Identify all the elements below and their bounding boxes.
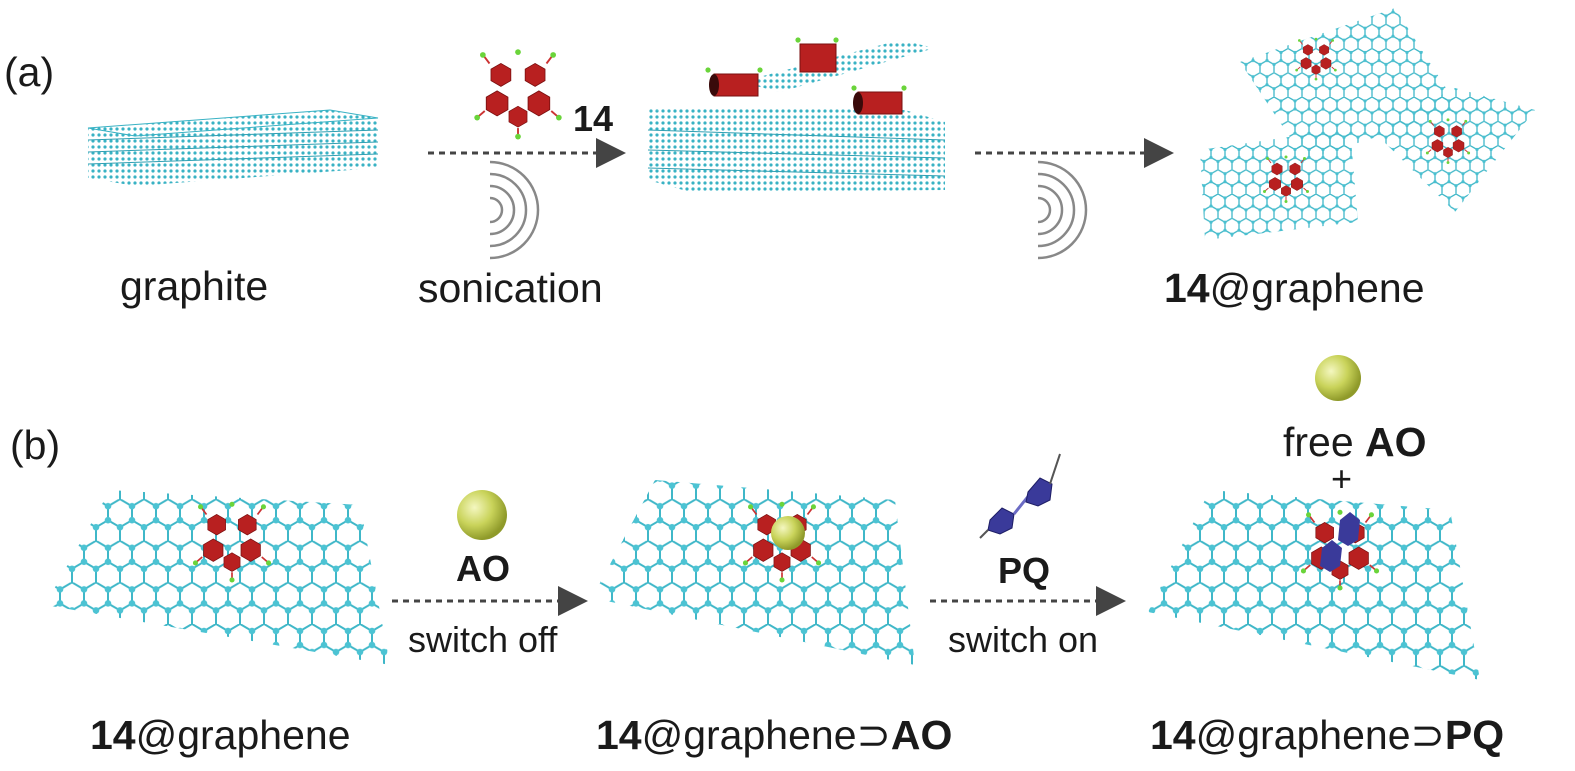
- free-word: free: [1283, 419, 1366, 465]
- free-ao-name: AO: [1365, 419, 1427, 465]
- ao-reagent-label: AO: [456, 548, 510, 589]
- graphite-stack: [87, 109, 379, 186]
- product-number: 14: [1164, 265, 1210, 311]
- state-3-label: 14@graphene⊃PQ: [1150, 715, 1504, 756]
- graphene-host-sheet-3: [1148, 490, 1480, 680]
- panel-a-label: (a): [4, 49, 55, 95]
- ao-sphere: [457, 490, 507, 540]
- molecule-number-label: 14: [573, 98, 614, 139]
- sonication-label: sonication: [418, 265, 603, 311]
- exfoliating-graphite: [647, 37, 946, 192]
- plus-sign: +: [1331, 458, 1353, 499]
- state-1-suffix: @graphene: [135, 712, 351, 758]
- free-ao-sphere: [1315, 355, 1361, 401]
- pq-molecule: [979, 453, 1061, 539]
- panel-b-label: (b): [10, 422, 61, 468]
- state-3-suffix: @graphene⊃: [1195, 712, 1445, 758]
- free-ao-label: free AO: [1283, 422, 1427, 463]
- pq-reagent-label: PQ: [998, 550, 1051, 591]
- state-3-guest: PQ: [1444, 712, 1505, 758]
- macrocycle-14-molecule: [474, 49, 561, 139]
- state-2-guest: AO: [890, 712, 953, 758]
- sonication-wave-icon: [488, 160, 540, 260]
- graphene-host-sheet-1: [45, 490, 390, 665]
- switch-off-label: switch off: [408, 619, 558, 660]
- state-1-number: 14: [90, 712, 136, 758]
- state-2-suffix: @graphene⊃: [641, 712, 891, 758]
- state-2-number: 14: [596, 712, 642, 758]
- graphite-label: graphite: [120, 263, 269, 309]
- switch-on-label: switch on: [948, 619, 1099, 660]
- product-label-a: 14@graphene: [1164, 268, 1425, 309]
- state-1-label: 14@graphene: [90, 715, 351, 756]
- graphene-sheet-right: [1372, 88, 1535, 212]
- graphene-host-sheet-2: [592, 480, 915, 665]
- state-3-number: 14: [1150, 712, 1196, 758]
- product-suffix: @graphene: [1209, 265, 1425, 311]
- graphene-sheet-left: [1200, 128, 1358, 240]
- ao-sphere-bound: [771, 516, 805, 550]
- state-2-label: 14@graphene⊃AO: [596, 715, 952, 756]
- sonication-wave-icon: [1036, 160, 1088, 260]
